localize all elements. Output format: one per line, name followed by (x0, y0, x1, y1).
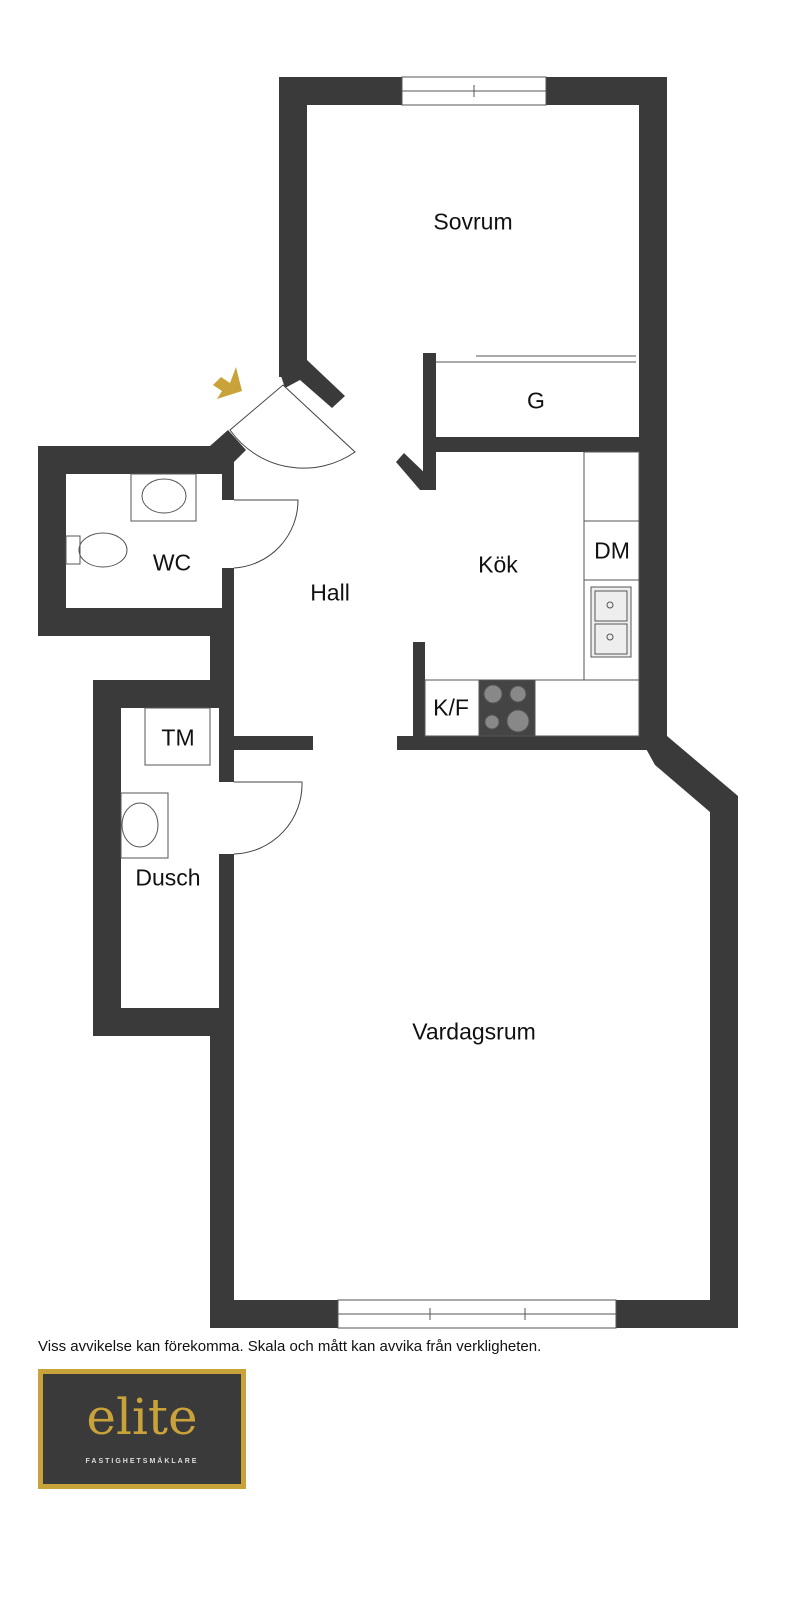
windows (337, 76, 636, 1329)
elite-logo: elite FASTIGHETSMÄKLARE (38, 1369, 246, 1489)
room-label-dm: DM (594, 537, 630, 564)
room-label-vardagsrum: Vardagsrum (412, 1018, 536, 1045)
room-label-wc: WC (152, 549, 192, 576)
room-label-hall: Hall (310, 579, 350, 606)
room-label-kok: Kök (478, 551, 518, 578)
entrance-arrow-icon (213, 367, 242, 399)
doors (229, 384, 356, 855)
room-label-dusch: Dusch (135, 864, 201, 891)
room-label-kf: K/F (433, 694, 469, 721)
room-label-g: G (527, 387, 545, 414)
walls (38, 77, 738, 1328)
room-label-sovrum: Sovrum (433, 208, 513, 235)
fixtures (65, 451, 640, 859)
logo-subtitle: FASTIGHETSMÄKLARE (85, 1458, 199, 1465)
logo-word: elite (86, 1388, 198, 1446)
disclaimer: Viss avvikelse kan förekomma. Skala och … (38, 1338, 542, 1355)
room-label-tm: TM (161, 724, 195, 751)
